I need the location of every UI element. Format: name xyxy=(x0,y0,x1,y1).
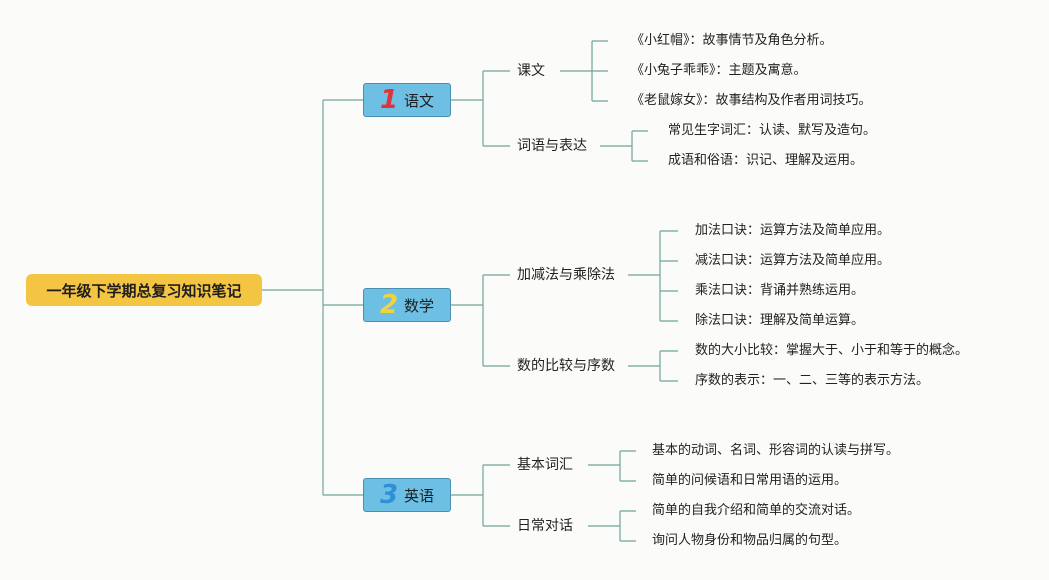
leaf-item: 乘法口诀：背诵并熟练运用。 xyxy=(695,283,865,298)
leaf-item: 成语和俗语：识记、理解及运用。 xyxy=(668,153,864,168)
leaf-item: 减法口诀：运算方法及简单应用。 xyxy=(695,253,891,268)
root-title: 一年级下学期总复习知识笔记 xyxy=(46,281,242,300)
subject-node-english: 3 英语 xyxy=(363,478,451,512)
number-2-icon: 2 xyxy=(379,290,399,320)
branch-words: 词语与表达 xyxy=(517,138,587,154)
number-1-icon: 1 xyxy=(379,85,399,115)
leaf-item: 序数的表示：一、二、三等的表示方法。 xyxy=(695,373,930,388)
branch-connector xyxy=(560,40,608,102)
leaf-item: 基本的动词、名词、形容词的认读与拼写。 xyxy=(652,443,900,458)
branch-arithmetic: 加减法与乘除法 xyxy=(517,267,615,283)
leaf-item: 简单的自我介绍和简单的交流对话。 xyxy=(652,503,861,518)
subject-connector xyxy=(451,70,510,147)
subject-connector xyxy=(451,274,510,367)
leaf-item: 《小红帽》：故事情节及角色分析。 xyxy=(631,33,833,48)
leaf-item: 《老鼠嫁女》：故事结构及作者用词技巧。 xyxy=(631,93,872,108)
root-connector xyxy=(262,99,363,496)
leaf-item: 常见生字词汇：认读、默写及造句。 xyxy=(668,123,877,138)
branch-vocabulary: 基本词汇 xyxy=(517,457,573,473)
subject-connector xyxy=(451,464,510,527)
leaf-item: 除法口诀：理解及简单运算。 xyxy=(695,313,865,328)
branch-connector xyxy=(588,510,636,542)
subject-label: 数学 xyxy=(404,296,435,315)
leaf-item: 简单的问候语和日常用语的运用。 xyxy=(652,473,848,488)
branch-dialogue: 日常对话 xyxy=(517,518,573,534)
leaf-item: 《小兔子乖乖》：主题及寓意。 xyxy=(631,63,807,78)
branch-connector xyxy=(628,230,678,322)
subject-node-math: 2 数学 xyxy=(363,288,451,322)
root-node: 一年级下学期总复习知识笔记 xyxy=(26,274,262,306)
subject-label: 语文 xyxy=(404,91,435,110)
branch-connector xyxy=(600,130,648,162)
leaf-item: 询问人物身份和物品归属的句型。 xyxy=(652,533,848,548)
leaf-item: 加法口诀：运算方法及简单应用。 xyxy=(695,223,891,238)
branch-texts: 课文 xyxy=(517,63,545,79)
branch-connector xyxy=(588,450,636,482)
branch-connector xyxy=(628,350,678,382)
branch-comparison: 数的比较与序数 xyxy=(517,358,615,374)
leaf-item: 数的大小比较：掌握大于、小于和等于的概念。 xyxy=(695,343,969,358)
number-3-icon: 3 xyxy=(379,480,399,510)
subject-label: 英语 xyxy=(404,486,435,505)
subject-node-chinese: 1 语文 xyxy=(363,83,451,117)
